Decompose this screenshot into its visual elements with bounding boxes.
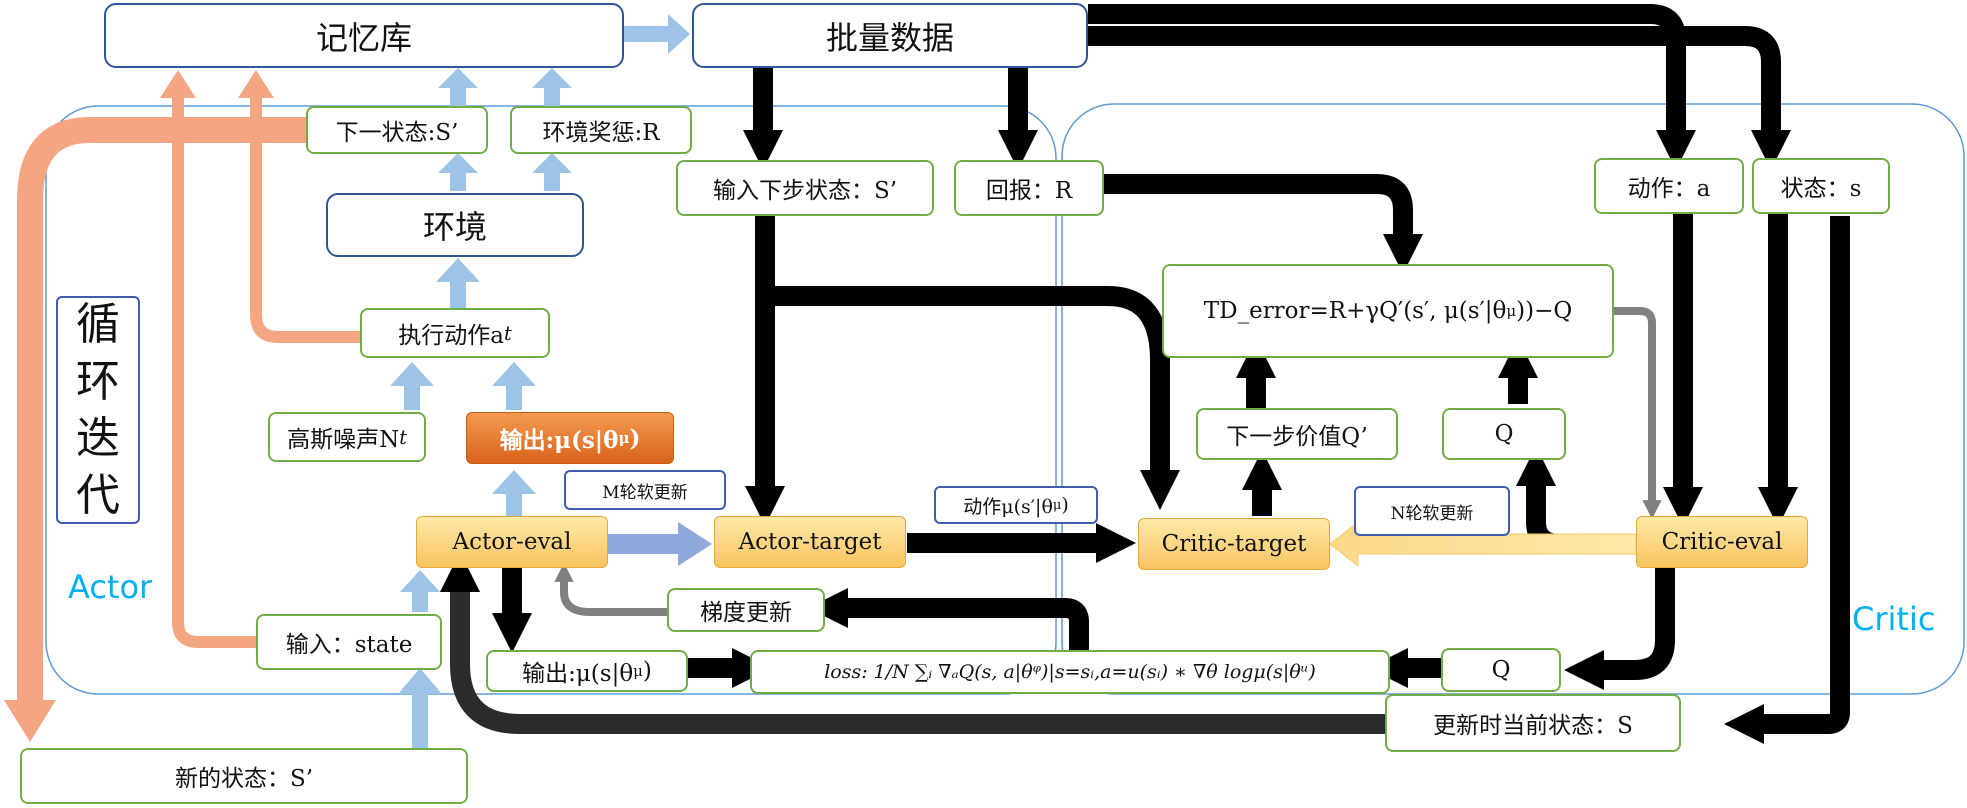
state-s-label: 状态：s	[1780, 176, 1862, 202]
memory-feedback-arrows	[4, 70, 360, 742]
td-error-label: TD_error=R+γQ′(s′, μ(s′|θ	[1203, 298, 1507, 324]
env-reward-box: 环境奖惩:R	[510, 106, 692, 154]
action-mu-superscript: μ	[1052, 497, 1062, 513]
output-mu-close: )	[642, 658, 652, 684]
input-state-box: 输入：state	[256, 614, 442, 670]
q-lower-box: Q	[1441, 648, 1561, 692]
action-a-box: 动作：a	[1594, 158, 1744, 214]
actor-target-label: Actor-target	[738, 529, 882, 555]
flow-arrows-light	[390, 14, 712, 748]
output-mu-superscript: μ	[633, 662, 643, 680]
critic-region-label: Critic	[1852, 600, 1936, 638]
critic-target-box: Critic-target	[1138, 518, 1330, 570]
m-soft-update-box: M轮软更新	[564, 470, 726, 510]
return-r-label: 回报：R	[985, 178, 1073, 204]
gaussian-noise-subscript: t	[399, 425, 407, 449]
input-next-state-label: 输入下步状态：S’	[712, 178, 898, 204]
action-a-label: 动作：a	[1627, 176, 1711, 202]
memory-box: 记忆库	[104, 3, 624, 68]
q-lower-label: Q	[1491, 657, 1511, 683]
loop-char-4: 代	[76, 470, 120, 521]
state-s-box: 状态：s	[1752, 158, 1890, 214]
next-state-box: 下一状态:S’	[306, 106, 488, 154]
batch-data-box: 批量数据	[692, 3, 1088, 68]
actor-eval-label: Actor-eval	[452, 529, 572, 555]
env-reward-label: 环境奖惩:R	[542, 120, 660, 146]
loss-label: loss: 1/N ∑ᵢ ∇ₐQ(s, a|θᵠ)|s=sᵢ,a=u(sᵢ) ∗…	[824, 661, 1316, 683]
update-state-label: 更新时当前状态：S	[1433, 713, 1633, 739]
critic-target-label: Critic-target	[1161, 531, 1307, 557]
batch-data-label: 批量数据	[825, 18, 954, 57]
return-r-box: 回报：R	[954, 160, 1104, 216]
actor-output-label: 输出:μ(s|θ	[499, 427, 619, 454]
q-upper-label: Q	[1494, 421, 1514, 447]
environment-box: 环境	[326, 193, 584, 257]
td-error-superscript: μ	[1506, 302, 1517, 320]
critic-eval-label: Critic-eval	[1661, 529, 1783, 555]
new-state-box: 新的状态：S’	[20, 748, 468, 804]
execute-action-label: 执行动作a	[398, 323, 504, 349]
next-value-label: 下一步价值Q’	[1226, 424, 1368, 450]
input-state-label: 输入：state	[285, 632, 413, 658]
environment-label: 环境	[422, 208, 487, 246]
loop-char-3: 迭	[76, 413, 120, 464]
action-mu-label: 动作μ(s′|θ	[963, 495, 1053, 518]
td-error-close: ))−Q	[1516, 298, 1573, 324]
output-mu-label: 输出:μ(s|θ	[522, 661, 634, 687]
gaussian-noise-label: 高斯噪声N	[287, 427, 400, 453]
execute-action-subscript: t	[504, 321, 512, 345]
actor-target-box: Actor-target	[714, 516, 906, 568]
memory-label: 记忆库	[315, 18, 412, 57]
loss-box: loss: 1/N ∑ᵢ ∇ₐQ(s, a|θᵠ)|s=sᵢ,a=u(sᵢ) ∗…	[750, 650, 1390, 694]
flow-arrows-dark	[440, 4, 1850, 744]
flow-arrows-gray	[554, 307, 1662, 616]
loop-char-2: 环	[76, 356, 120, 407]
n-soft-update-box: N轮软更新	[1354, 486, 1510, 536]
input-next-state-box: 输入下步状态：S’	[676, 160, 934, 216]
actor-region-label: Actor	[68, 568, 153, 606]
q-upper-box: Q	[1442, 408, 1566, 460]
action-mu-close: )	[1061, 494, 1069, 516]
n-soft-update-label: N轮软更新	[1390, 503, 1474, 524]
actor-output-close: )	[629, 424, 641, 452]
loop-iteration-box: 循 环 迭 代	[56, 296, 140, 524]
next-value-box: 下一步价值Q’	[1196, 408, 1398, 460]
gradient-update-label: 梯度更新	[700, 600, 792, 626]
new-state-label: 新的状态：S’	[174, 766, 314, 792]
gradient-update-box: 梯度更新	[667, 588, 825, 632]
actor-eval-box: Actor-eval	[416, 516, 608, 568]
loop-char-1: 循	[76, 299, 120, 350]
critic-eval-box: Critic-eval	[1636, 516, 1808, 568]
update-state-box: 更新时当前状态：S	[1385, 694, 1681, 752]
actor-output-superscript: μ	[618, 429, 630, 447]
next-state-label: 下一状态:S’	[335, 120, 459, 146]
m-soft-update-label: M轮软更新	[602, 482, 688, 503]
